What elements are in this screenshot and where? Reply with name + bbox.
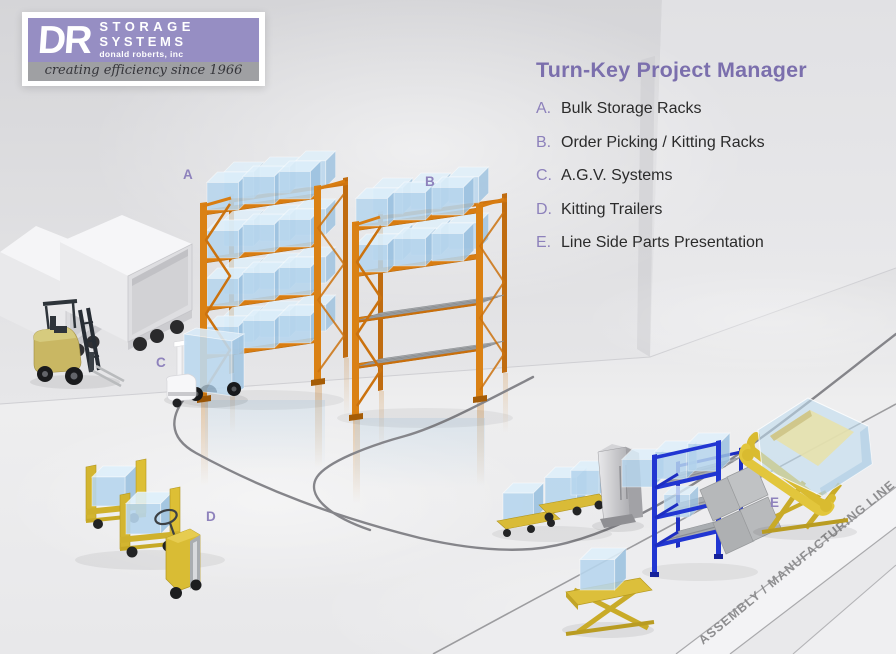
- tilt-stand-right: [738, 397, 873, 540]
- legend-label: Line Side Parts Presentation: [561, 234, 764, 251]
- scene-marker-b: B: [425, 174, 435, 189]
- kitting-trailer-train: [75, 458, 225, 599]
- legend-item-d: D. Kitting Trailers: [536, 200, 866, 220]
- agv-unit: [164, 327, 248, 408]
- legend-label: Kitting Trailers: [561, 200, 663, 218]
- forklift: [30, 299, 125, 389]
- tilted-tote: [757, 397, 873, 497]
- steering-wheel: [154, 508, 178, 526]
- legend-label: Order Picking / Kitting Racks: [561, 133, 765, 151]
- legend-label: A.G.V. Systems: [561, 167, 673, 184]
- company-logo: DR STORAGE SYSTEMS donald roberts, inc c…: [22, 12, 265, 86]
- logo-banner: DR STORAGE SYSTEMS donald roberts, inc: [28, 18, 259, 62]
- legend-letter: B.: [536, 133, 552, 151]
- legend-item-a: A. Bulk Storage Racks: [536, 99, 866, 119]
- legend-letter: D.: [536, 200, 552, 218]
- page-title: Turn-Key Project Manager: [536, 58, 807, 82]
- logo-company-name: donald roberts, inc: [99, 49, 184, 60]
- legend-item-c: C. A.G.V. Systems: [536, 166, 866, 186]
- order-picking-rack-b: [337, 166, 513, 428]
- legend-letter: A.: [536, 100, 552, 117]
- box-truck-2: [60, 215, 193, 351]
- scene-marker-a: A: [183, 167, 193, 182]
- scene-marker-c: C: [156, 355, 166, 370]
- logo-word-storage: STORAGE: [99, 19, 195, 35]
- line-side-flow-rack: [621, 432, 782, 581]
- legend-panel: Turn-Key Project Manager A. Bulk Storage…: [536, 58, 866, 267]
- logo-tagline: creating efficiency since 1966: [28, 62, 259, 81]
- legend-letter: E.: [536, 234, 552, 251]
- legend-label: Bulk Storage Racks: [561, 100, 702, 117]
- logo-initials: DR: [36, 18, 92, 62]
- scene-marker-e: E: [770, 495, 780, 510]
- scene-marker-d: D: [206, 509, 216, 524]
- legend-item-b: B. Order Picking / Kitting Racks: [536, 133, 866, 153]
- kitting-trailer-2: [119, 486, 193, 558]
- parts-chutes: [699, 463, 782, 555]
- legend-letter: C.: [536, 167, 552, 184]
- parts-carts: [492, 460, 612, 542]
- tugger-vehicle: [154, 508, 202, 599]
- tilt-stand-front: [562, 547, 655, 638]
- logo-word-systems: SYSTEMS: [99, 33, 187, 49]
- legend-item-e: E. Line Side Parts Presentation: [536, 233, 866, 253]
